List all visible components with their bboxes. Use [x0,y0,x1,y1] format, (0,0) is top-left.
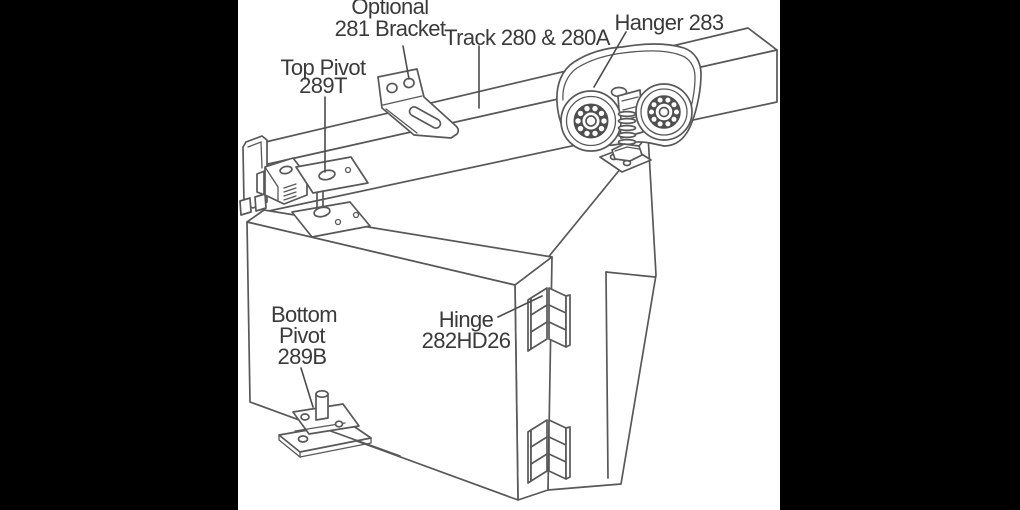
leader-hinge [497,295,543,318]
label-top-pivot-line2: 289T [299,73,347,98]
wheel-rim [565,95,617,147]
screw-hole [352,211,360,219]
hinge-leaf-edge [565,426,571,480]
rear-panel-edge-line [605,271,609,479]
hex-nut-facet [614,146,640,152]
label-bottom-pivot-line2: Pivot [279,323,325,348]
hanger-assembly [556,43,702,173]
pivot-hole [318,169,336,181]
plate-hole [297,435,309,443]
optional-bracket [377,68,460,139]
label-optional-bracket-line2: 281 Bracket [335,16,446,41]
hinge-knuckle-lines [530,436,548,465]
adjustment-teeth [283,183,297,201]
bracket-slot [408,106,442,129]
label-top-pivot-line1: Top Pivot [280,55,366,80]
wheel-hub [658,106,670,118]
hinge-leaf-edge [565,294,571,348]
bottom-hinge [527,419,571,484]
pivot-housing-block [264,157,308,205]
wheel-rim [640,88,688,136]
label-bottom-pivot-line1: Bottom [271,302,337,327]
top-hinge [527,287,571,352]
plate-hole [300,413,310,421]
leader-hanger [593,31,627,88]
top-pivot-assembly [239,135,371,238]
bracket-hole [386,82,398,94]
spring [617,110,637,146]
label-hinge-line1: Hinge [439,307,494,332]
screw-hole [334,218,342,226]
leader-bottom-pivot [300,367,314,408]
pivot-housing-edge [264,166,279,201]
rear-panel-top-edge-line [605,271,656,278]
wheel-hub [585,115,597,127]
pivot-lower-plate [291,201,371,238]
left-wheel [560,90,622,152]
label-track: Track 280 & 280A [444,25,611,50]
hinge-left-leaf [530,419,548,482]
hinge-knuckle-lines [548,304,567,331]
label-optional-bracket-line1: Optional [351,0,428,19]
bracket-bend-lines [382,95,423,134]
labels: Optional 281 Bracket Track 280 & 280A Ha… [271,0,725,369]
pivot-pin [316,190,324,210]
floor-plate-thickness [278,434,372,459]
leader-optional-bracket [402,45,410,80]
label-bottom-pivot-line3: 289B [278,344,327,369]
channel-inner-line [247,141,263,169]
channel-lip [239,197,252,216]
right-wheel [635,83,693,141]
front-panel-face [246,221,519,501]
leader-lines [300,31,627,408]
bottom-pivot-assembly [278,389,401,459]
pivot-pin-top [315,389,329,399]
rear-door-panel [545,134,657,491]
bearing-balls [649,97,679,127]
hinge-knuckle-lines [530,304,548,333]
pivot-hole [313,206,331,218]
hinge-knuckle-lines [548,436,567,463]
housing-hole [279,165,293,175]
screw-hole [344,166,352,174]
plate-hole [334,420,344,428]
label-hinge-line2: 282HD26 [422,328,511,353]
bearing-balls [575,105,607,137]
hinge-right-leaf [548,419,567,480]
label-hanger: Hanger 283 [615,10,724,35]
channel-lip [254,193,267,212]
hinge-right-leaf [548,287,567,348]
